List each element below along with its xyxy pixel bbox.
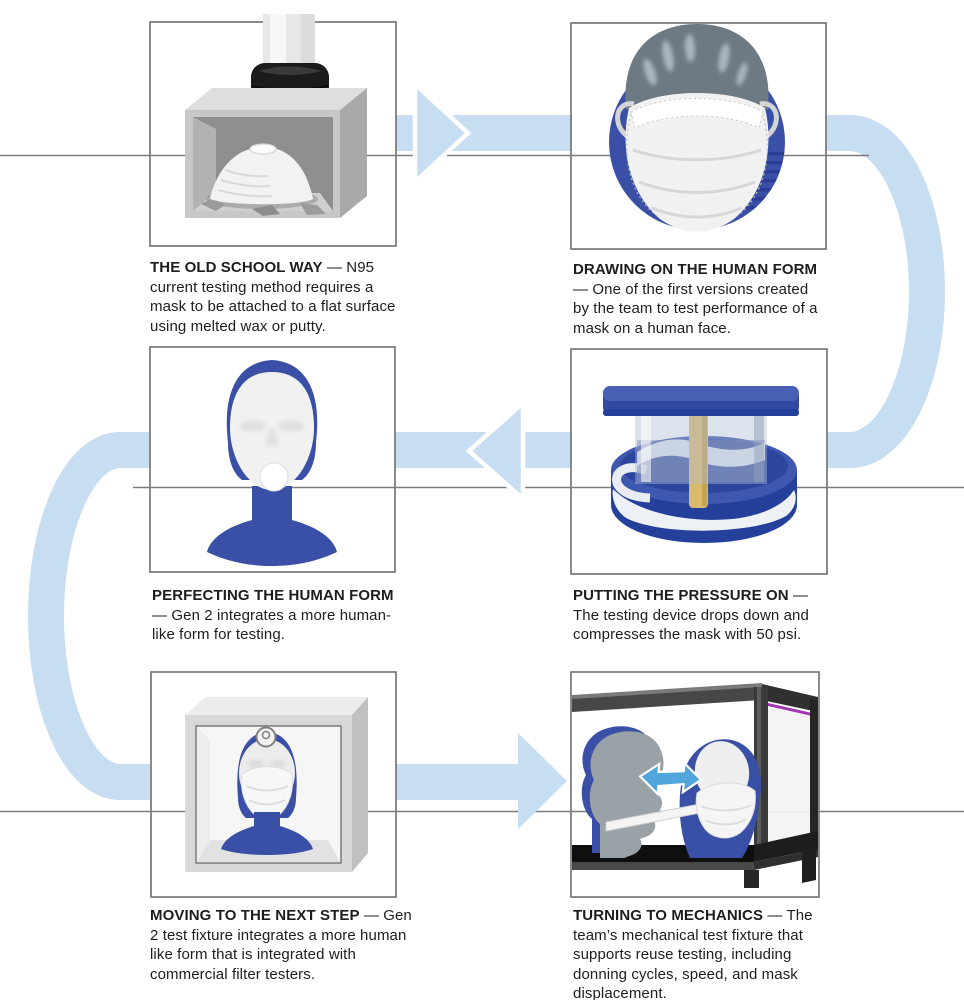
gen2-head-form-illustration [207,360,337,566]
glass-cylinder [635,410,767,484]
flow-band [28,115,945,800]
rig-top-bar [572,687,762,712]
caption-body: — The team’s mechanical test fixture tha… [573,907,813,1000]
caption-perfecting-human-form: PERFECTING THE HUMAN FORM — Gen 2 integr… [152,586,408,645]
caption-drawing-human-form: DRAWING ON THE HUMAN FORM — One of the f… [573,260,821,338]
surgical-mask [625,93,769,232]
mechanical-test-fixture-illustration [572,683,818,888]
caption-title: TURNING TO MECHANICS [573,907,764,924]
arrowhead-left-middle [465,397,526,505]
breathing-port [259,462,289,492]
fixture-shoulders [221,826,313,855]
caption-title: MOVING TO THE NEXT STEP [150,907,360,924]
fixture-box-top [185,697,368,715]
flat-surface-test-illustration [185,14,367,218]
caption-body: — Gen 2 integrates a more human-like for… [152,606,392,644]
caption-title: DRAWING ON THE HUMAN FORM [573,261,818,278]
mask-strap-ribbon [612,489,796,531]
mask-pleats [632,148,762,219]
caption-body: — One of the first versions created by t… [573,280,818,337]
caption-old-school-way: THE OLD SCHOOL WAY — N95 current testing… [150,258,408,336]
caption-body: — Gen 2 test fixture integrates a more h… [150,907,412,983]
next-step-test-fixture-illustration [185,697,368,872]
fixture-box-right [352,697,368,872]
flow-arrowheads [412,78,567,829]
caption-body: — N95 current testing method requires a … [150,259,396,335]
head-dome [625,24,769,110]
displacement-arrow [638,760,703,797]
arrowhead-right-bottom [518,733,567,829]
box-right-face [340,88,367,218]
caption-turning-mechanics: TURNING TO MECHANICS — The team’s mechan… [573,906,841,1000]
caption-putting-pressure-on: PUTTING THE PRESSURE ON — The testing de… [573,586,829,645]
caption-body: — The testing device drops down and comp… [573,587,809,643]
caption-title: THE OLD SCHOOL WAY [150,259,323,276]
mask-valve [249,143,277,155]
drawn-face-mask-illustration [609,24,785,232]
rig-accent-strip [768,703,812,716]
box-top-face [185,88,367,110]
caption-moving-next-step: MOVING TO THE NEXT STEP — Gen 2 test fix… [150,906,412,984]
fixture-top-port [255,726,277,748]
form-shoulders [207,486,337,566]
n95-mask [210,144,313,205]
pressure-test-device-illustration [603,386,799,543]
arrowhead-right-top [412,78,472,188]
dome-highlights [643,34,748,86]
caption-title: PERFECTING THE HUMAN FORM [152,587,394,604]
rig-side-panel [768,707,810,851]
caption-title: PUTTING THE PRESSURE ON [573,587,789,604]
